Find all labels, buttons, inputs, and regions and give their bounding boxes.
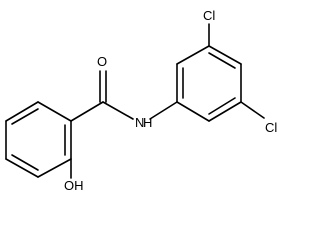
bond-carbonyl-to-n — [102, 101, 134, 120]
ring-a-double-2 — [11, 154, 39, 171]
ring-a-bond-2 — [5, 101, 39, 122]
atom-label-nitrogen: N — [135, 115, 144, 130]
ring-a-bond-1 — [37, 101, 72, 122]
ring-b-bond-5 — [208, 101, 242, 122]
ring-b-bond-3 — [208, 45, 242, 65]
structure-diagram: O N H Cl Cl OH — [5, 8, 277, 193]
atom-label-carbonyl-o: O — [97, 54, 107, 69]
ring-b-double-2 — [208, 52, 236, 69]
dichlorophenyl-ring — [176, 23, 265, 122]
amide-group — [70, 70, 178, 122]
ring-a-bond-5 — [37, 158, 72, 178]
atom-label-cl-right: Cl — [265, 120, 277, 135]
bond-to-cl-right — [240, 101, 265, 119]
atom-label-cl-top: Cl — [203, 8, 215, 23]
ring-b-bond-6 — [176, 101, 210, 122]
molecule-drawing: O N H Cl Cl OH — [5, 8, 277, 193]
ring-b-bond-2 — [176, 45, 210, 65]
bond-ring-to-carbonyl — [70, 101, 104, 122]
phenol-ring — [5, 101, 72, 178]
atom-label-hydroxyl: OH — [64, 178, 84, 193]
ring-b-double-3 — [208, 97, 236, 115]
ring-a-double-1 — [11, 108, 39, 125]
ring-a-bond-4 — [5, 158, 39, 178]
bond-n-to-ring — [149, 101, 178, 120]
atom-label-amide-h: H — [143, 115, 152, 130]
